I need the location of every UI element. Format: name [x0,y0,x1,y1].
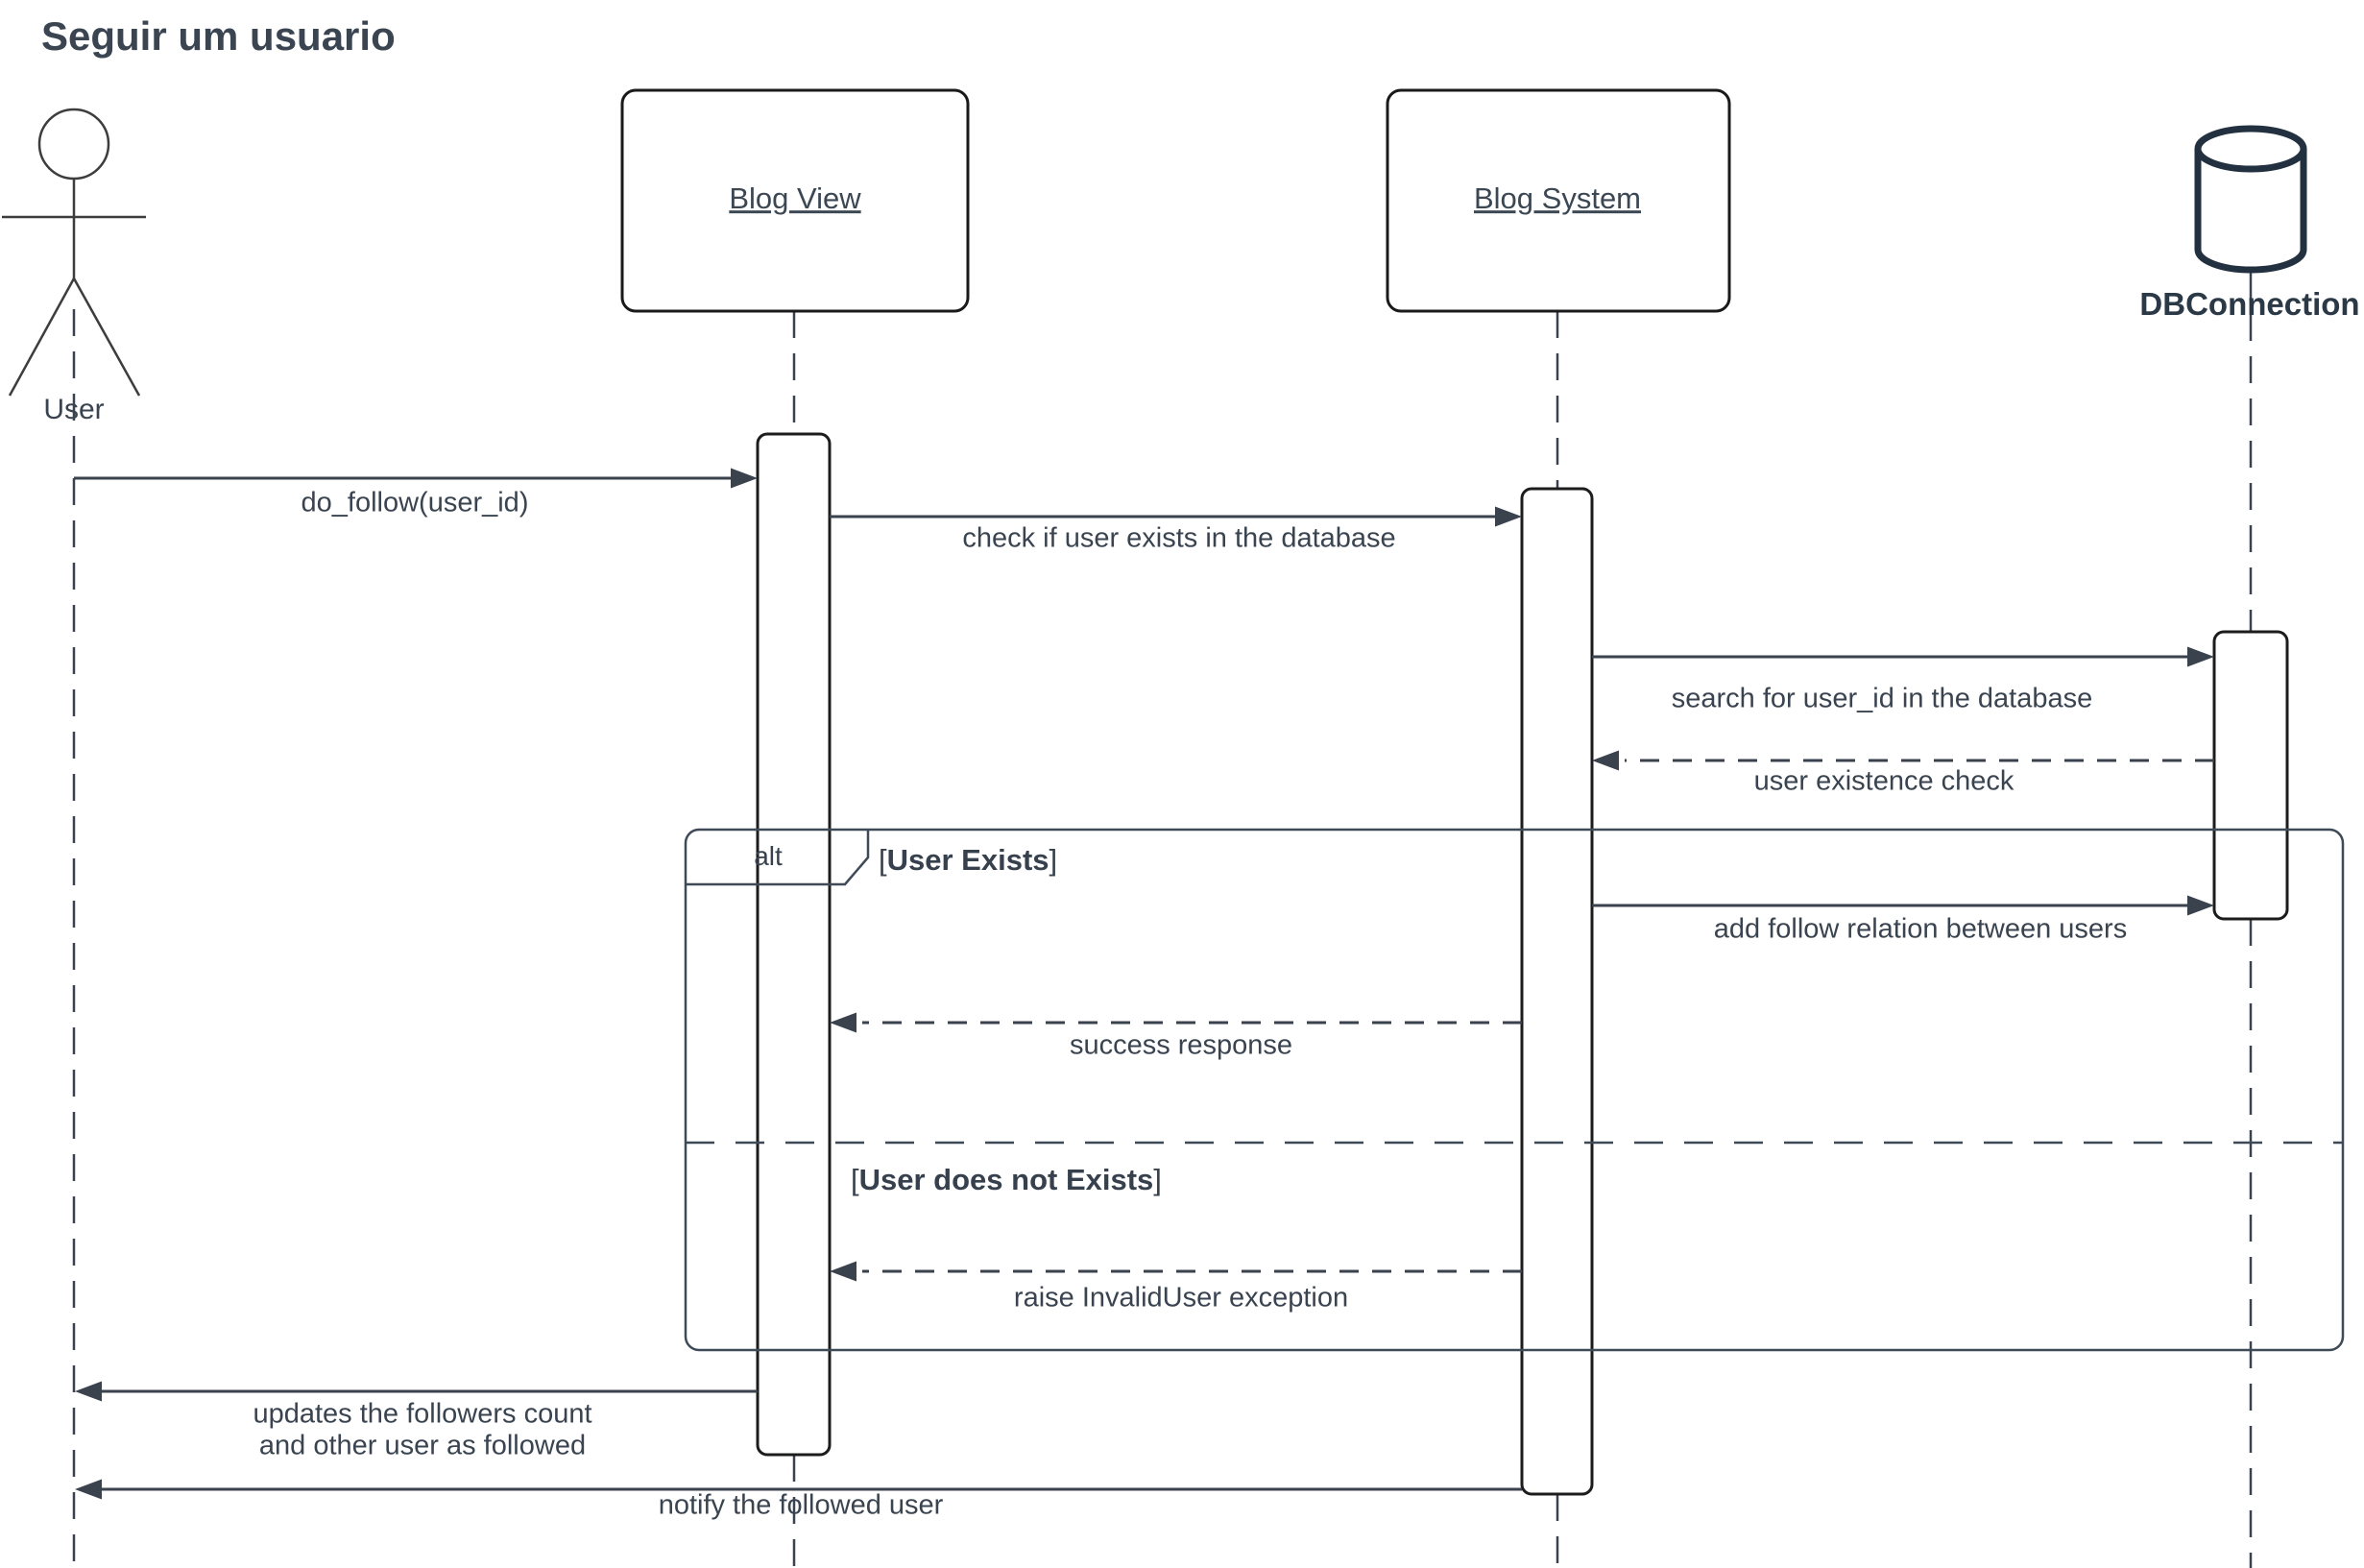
guard-label-user-exists: [User Exists] [879,843,1057,878]
guard-label-user-does-not-exist: [User does not Exists] [851,1163,1162,1197]
message-label-search-user: search for user_id in the database [1671,683,2093,714]
guard-close-bracket: ] [1049,843,1058,877]
lifelines [72,272,2253,1568]
activation-bar-db [2212,630,2289,921]
message-label-do-follow: do_follow(user_id) [301,487,529,519]
guard-text: User does not Exists [858,1163,1154,1196]
participant-box-blog-view [620,88,970,313]
arrowhead-right-icon [731,468,758,489]
arrowhead-right-icon [1495,506,1522,527]
guard-open-bracket: [ [879,843,887,877]
message-arrow-success-response [830,1012,1522,1033]
arrowhead-left-icon [1592,750,1619,771]
arrowhead-right-icon [2187,895,2214,916]
guard-open-bracket: [ [851,1163,859,1196]
alt-operator-tab [686,830,870,886]
activation-bar-blog-system [1520,487,1594,1496]
guard-close-bracket: ] [1153,1163,1162,1196]
activation-bars [756,432,2289,1496]
alt-frame-border [684,828,2345,1352]
alt-operator-label: alt [754,840,783,871]
message-label-success-response: success response [1069,1029,1293,1061]
activation-bar-blog-view [756,432,832,1457]
message-label-check-user: check if user exists in the database [962,522,1396,554]
alt-frame [684,828,2345,1352]
message-label-updates-count-line1: updates the followers count [253,1398,592,1430]
arrowhead-left-icon [75,1479,102,1500]
actor-user-icon [2,108,146,397]
database-cylinder-icon [2194,125,2307,274]
arrowhead-right-icon [2187,646,2214,667]
participant-label-blog-view: Blog View [729,181,861,216]
participant-label-blog-system: Blog System [1473,181,1642,216]
message-label-notify: notify the followed user [658,1489,944,1521]
arrowhead-left-icon [75,1381,102,1402]
message-arrow-existence-check [1592,750,2214,771]
message-label-raise-exception: raise InvalidUser exception [1013,1282,1349,1314]
arrowhead-left-icon [830,1012,856,1033]
participant-label-db-connection: DBConnection [2139,286,2360,323]
message-label-updates-count: updates the followers count and other us… [253,1399,591,1463]
message-arrow-notify [75,1479,1522,1500]
guard-text: User Exists [886,843,1049,877]
message-arrow-do-follow [74,468,758,489]
message-arrow-add-follow [1592,895,2214,916]
diagram-title: Seguir um usuario [41,13,396,59]
message-label-existence-check: user existence check [1753,765,2014,797]
message-arrow-raise-exception [830,1261,1522,1282]
messages [74,468,2214,1500]
participant-box-blog-system [1386,88,1731,313]
message-label-add-follow: add follow relation between users [1713,913,2128,945]
message-arrow-updates-count [75,1381,758,1402]
message-label-updates-count-line2: and other user as followed [258,1431,587,1461]
arrowhead-left-icon [830,1261,856,1282]
message-arrow-check-user [830,506,1522,527]
message-arrow-search-user [1592,646,2214,667]
participant-label-user: User [43,393,105,425]
